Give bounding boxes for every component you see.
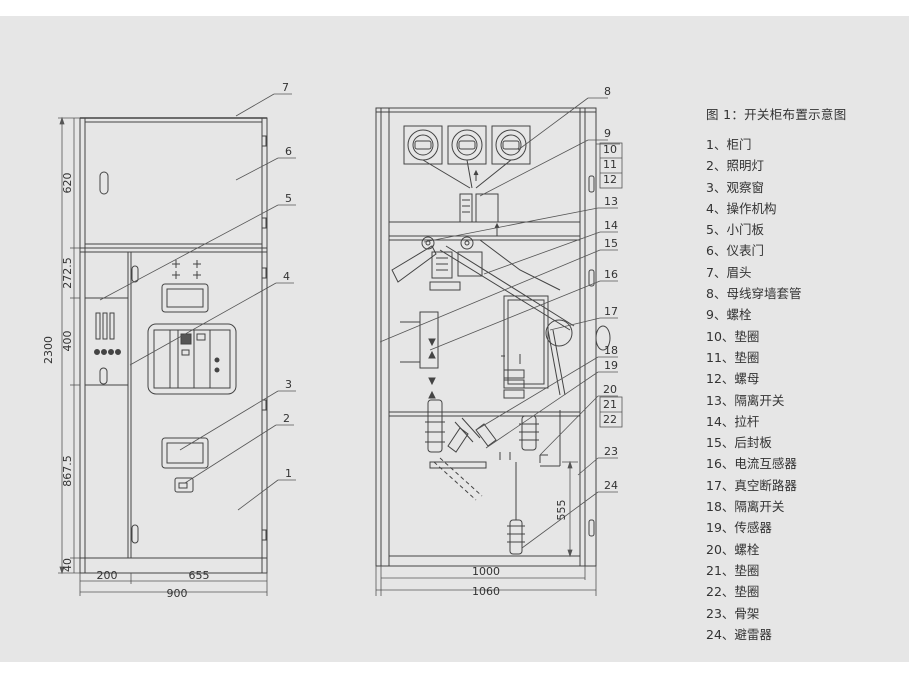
legend-item: 24、避雷器 — [706, 626, 772, 642]
legend-item: 14、拉杆 — [706, 413, 760, 429]
callout-16: 16 — [604, 268, 618, 281]
meter-door — [84, 121, 263, 245]
side-view — [375, 97, 620, 596]
front-width-dimensions — [79, 573, 268, 596]
legend-item: 10、垫圈 — [706, 328, 760, 344]
legend-list: 1、柜门 2、照明灯 3、观察窗 4、操作机构 5、小门板 6、仪表门 7、眉头 8、母线穿墙… — [706, 134, 896, 645]
callout-boxes — [599, 142, 623, 428]
current-transformer — [503, 369, 525, 399]
busbar-bushings — [403, 125, 531, 165]
legend-item: 8、母线穿墙套管 — [706, 286, 802, 302]
callout-3: 3 — [285, 378, 292, 391]
side-cabinet-outline — [375, 107, 597, 567]
legend-item: 15、后封板 — [706, 435, 772, 451]
legend-item: 5、小门板 — [706, 222, 764, 238]
meter-door-handle — [99, 171, 109, 195]
operating-mechanism-window — [147, 323, 237, 395]
legend-title: 图 1：开关柜布置示意图 — [706, 107, 847, 122]
callout-21: 21 — [603, 398, 617, 411]
legend-item: 21、垫圈 — [706, 562, 760, 578]
legend-item: 19、传感器 — [706, 520, 772, 536]
upper-isolator-arm — [391, 245, 437, 283]
dim-total-height: 2300 — [42, 336, 55, 364]
callout-9: 9 — [604, 127, 611, 140]
callout-22: 22 — [603, 413, 617, 426]
dim-height-555: 555 — [555, 500, 568, 521]
callout-18: 18 — [604, 344, 618, 357]
callout-12: 12 — [603, 173, 617, 186]
callout-10: 10 — [603, 143, 617, 156]
callout-5: 5 — [285, 192, 292, 205]
callout-4: 4 — [283, 270, 290, 283]
callout-15: 15 — [604, 237, 618, 250]
callout-2: 2 — [283, 412, 290, 425]
dim-height-mechanism: 400 — [61, 331, 74, 352]
callout-24: 24 — [604, 479, 618, 492]
legend-item: 22、垫圈 — [706, 584, 760, 600]
side-leader-lines — [379, 97, 620, 549]
dim-width-total: 900 — [167, 587, 188, 600]
legend-item: 7、眉头 — [706, 264, 752, 280]
dim-width-door: 655 — [189, 569, 210, 582]
legend-item: 18、隔离开关 — [706, 499, 785, 515]
callout-7: 7 — [282, 81, 289, 94]
callout-20: 20 — [603, 383, 617, 396]
callout-6: 6 — [285, 145, 292, 158]
dim-inner-width: 1000 — [472, 565, 500, 578]
lower-insulators — [425, 399, 539, 453]
legend-item: 16、电流互感器 — [706, 456, 797, 472]
legend-item: 1、柜门 — [706, 137, 752, 152]
cabinet-door — [130, 251, 263, 559]
diagram-background: 2300 620 272.5 400 867.5 40 200 655 900 … — [0, 16, 909, 662]
callout-8: 8 — [604, 85, 611, 98]
switchgear-drawing: 2300 620 272.5 400 867.5 40 200 655 900 … — [42, 81, 623, 600]
legend-item: 9、螺栓 — [706, 307, 752, 323]
callout-13: 13 — [604, 195, 618, 208]
surge-arrester — [500, 519, 532, 557]
dim-height-base: 40 — [61, 558, 74, 572]
callout-17: 17 — [604, 305, 618, 318]
legend-item: 6、仪表门 — [706, 243, 764, 259]
legend-item: 11、垫圈 — [706, 349, 760, 365]
legend-item: 12、螺母 — [706, 371, 760, 387]
side-dimensions — [375, 460, 597, 596]
front-leader-lines — [99, 93, 296, 511]
callout-11: 11 — [603, 158, 617, 171]
dim-total-width: 1060 — [472, 585, 500, 598]
legend-item: 23、骨架 — [706, 605, 760, 621]
front-view — [58, 93, 296, 596]
legend-item: 4、操作机构 — [706, 200, 777, 216]
legend-item: 2、照明灯 — [706, 158, 764, 174]
dim-height-upper-panel: 272.5 — [61, 257, 74, 289]
legend-item: 17、真空断路器 — [706, 477, 797, 493]
callout-23: 23 — [604, 445, 618, 458]
dim-width-strip: 200 — [97, 569, 118, 582]
observation-window — [161, 437, 209, 469]
legend-item: 3、观察窗 — [706, 179, 764, 195]
legend-item: 13、隔离开关 — [706, 392, 785, 408]
callout-14: 14 — [604, 219, 618, 232]
dim-height-lower-door: 867.5 — [61, 455, 74, 487]
vacuum-breaker — [503, 295, 549, 389]
callout-19: 19 — [604, 359, 618, 372]
legend: 图 1：开关柜布置示意图 1、柜门 2、照明灯 3、观察窗 4、操作机构 5、小门板 6、… — [706, 104, 896, 645]
lighting-lamp — [174, 477, 194, 493]
callout-1: 1 — [285, 467, 292, 480]
dim-height-meter-door: 620 — [61, 173, 74, 194]
front-height-dimensions — [58, 116, 80, 575]
legend-item: 20、螺栓 — [706, 541, 760, 557]
